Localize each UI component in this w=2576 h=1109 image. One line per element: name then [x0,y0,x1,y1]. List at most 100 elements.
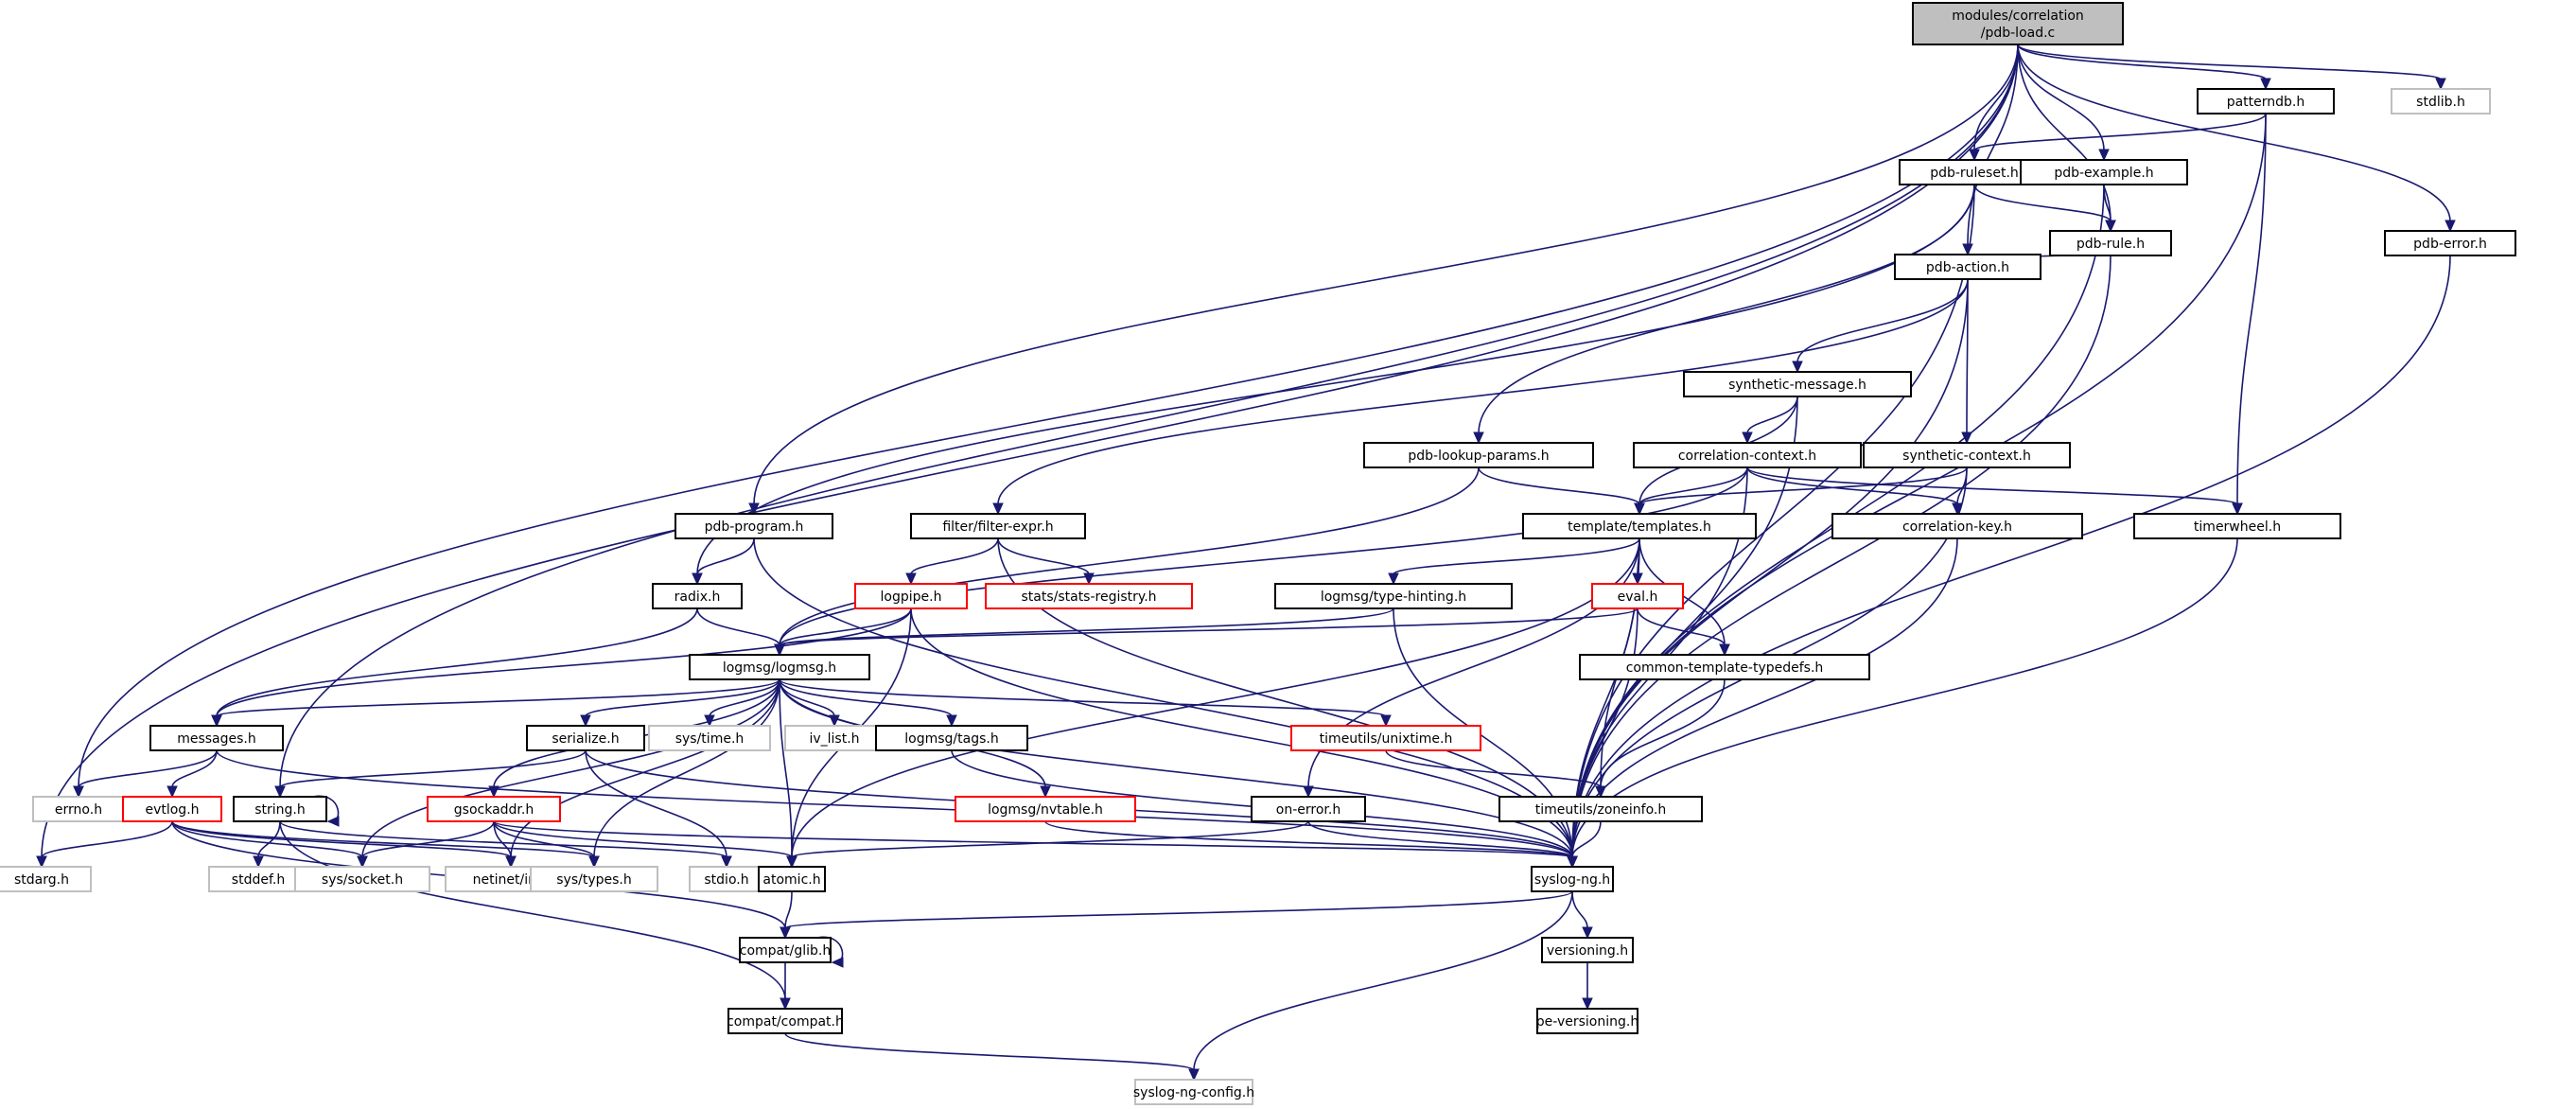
node-box [526,725,645,751]
node-label: radix.h [675,590,721,605]
node-logpipe[interactable]: logpipe.h [854,583,968,609]
node-templates[interactable]: template/templates.h [1522,513,1757,539]
node-box [1134,1079,1253,1105]
edge-line [493,820,793,858]
edge-evtlog-to-syssocket [171,820,368,869]
arrowhead-icon [357,855,368,869]
node-filter[interactable]: filter/filter-expr.h [910,513,1086,539]
node-box [1522,513,1757,539]
node-label: timeutils/unixtime.h [1320,731,1453,747]
edge-line [1796,278,1969,363]
node-errno: errno.h [32,796,125,822]
node-radix[interactable]: radix.h [652,583,743,609]
edge-line [2236,113,2267,505]
node-example[interactable]: pdb-example.h [2020,159,2188,185]
node-action[interactable]: pdb-action.h [1894,254,2042,280]
arrowhead-icon [1303,785,1314,799]
node-label: stdarg.h [14,872,69,888]
arrowhead-icon [721,855,732,869]
node-glib[interactable]: compat/glib.h [739,937,832,963]
arrowhead-icon [1188,1068,1200,1082]
edge-line [216,607,698,717]
node-versioning[interactable]: versioning.h [1541,937,1634,963]
edge-line [779,607,912,646]
node-syssocket: sys/socket.h [294,866,430,892]
node-serialize[interactable]: serialize.h [526,725,645,751]
node-unixtime[interactable]: timeutils/unixtime.h [1290,725,1481,751]
edge-corrctx-to-timerwheel [1746,466,2243,516]
edge-line [910,537,999,575]
edge-action-to-synctx [1961,278,1972,445]
node-error[interactable]: pdb-error.h [2384,230,2516,256]
node-rule[interactable]: pdb-rule.h [2049,230,2172,256]
node-syslogng[interactable]: syslog-ng.h [1531,866,1614,892]
edge-line [171,820,595,858]
node-box [1579,654,1870,680]
node-corrkey[interactable]: correlation-key.h [1831,513,2083,539]
node-corrctx[interactable]: correlation-context.h [1633,442,1862,468]
node-timerwheel[interactable]: timerwheel.h [2133,513,2341,539]
node-synctx[interactable]: synthetic-context.h [1863,442,2071,468]
node-box [689,654,870,680]
node-nvtable[interactable]: logmsg/nvtable.h [955,796,1136,822]
node-eval[interactable]: eval.h [1591,583,1684,609]
edge-line [1571,820,1602,858]
arrowhead-icon [692,572,703,586]
arrowhead-icon [1952,502,1963,516]
node-label: sys/time.h [675,731,745,747]
node-box [1363,442,1594,468]
node-gsockaddr[interactable]: gsockaddr.h [427,796,561,822]
node-program[interactable]: pdb-program.h [675,513,833,539]
node-stdarg: stdarg.h [0,866,92,892]
edge-line [1478,466,1640,505]
edge-ctt-to-zoneinfo [1595,678,1726,799]
node-zoneinfo[interactable]: timeutils/zoneinfo.h [1498,796,1703,822]
arrowhead-icon [505,855,517,869]
node-tags[interactable]: logmsg/tags.h [875,725,1028,751]
node-logmsg[interactable]: logmsg/logmsg.h [689,654,870,680]
arrowhead-icon [2232,502,2243,516]
node-messages[interactable]: messages.h [149,725,284,751]
edge-line [171,820,512,858]
arrowhead-icon [780,926,791,940]
edge-line [1973,113,2267,151]
edge-line [997,537,1090,575]
node-box [149,725,284,751]
node-lookup[interactable]: pdb-lookup-params.h [1363,442,1594,468]
node-stats[interactable]: stats/stats-registry.h [985,583,1193,609]
edge-line [2017,44,2112,222]
node-string[interactable]: string.h [233,796,327,822]
node-box [1251,796,1366,822]
node-box [1591,583,1684,609]
edge-line [1967,44,2019,246]
node-atomic[interactable]: atomic.h [758,866,826,892]
node-label: stats/stats-registry.h [1021,590,1156,605]
edge-syslogng-to-config [1188,890,1573,1082]
node-label: on-error.h [1276,802,1341,818]
edge-line [779,678,1387,717]
edge-logmsg-to-tags [779,678,957,728]
node-compat[interactable]: compat/compat.h [727,1008,844,1034]
edge-line [784,890,1573,929]
arrowhead-icon [1742,431,1753,445]
edge-root-to-stdlib [2017,44,2446,91]
node-root[interactable]: modules/correlation/pdb-load.c [1912,2,2124,45]
node-onerror[interactable]: on-error.h [1251,796,1366,822]
node-ctt[interactable]: common-template-typedefs.h [1579,654,1870,680]
node-typehint[interactable]: logmsg/type-hinting.h [1274,583,1513,609]
arrowhead-icon [786,855,797,869]
node-box [1863,442,2071,468]
edge-line [1746,466,1958,505]
arrowhead-icon [73,785,84,799]
node-peversioning[interactable]: pe-versioning.h [1536,1008,1638,1034]
node-label: filter/filter-expr.h [942,519,1053,535]
node-evtlog[interactable]: evtlog.h [122,796,222,822]
node-stdio: stdio.h [689,866,764,892]
node-synmsg[interactable]: synthetic-message.h [1683,371,1912,397]
edge-line [1746,466,2238,505]
edge-line [216,678,780,717]
node-patterndb[interactable]: patterndb.h [2197,88,2335,114]
arrowhead-icon [1969,149,1980,162]
nodes-layer: modules/correlation/pdb-load.c patterndb.… [0,2,2516,1105]
edge-line [216,749,1573,858]
